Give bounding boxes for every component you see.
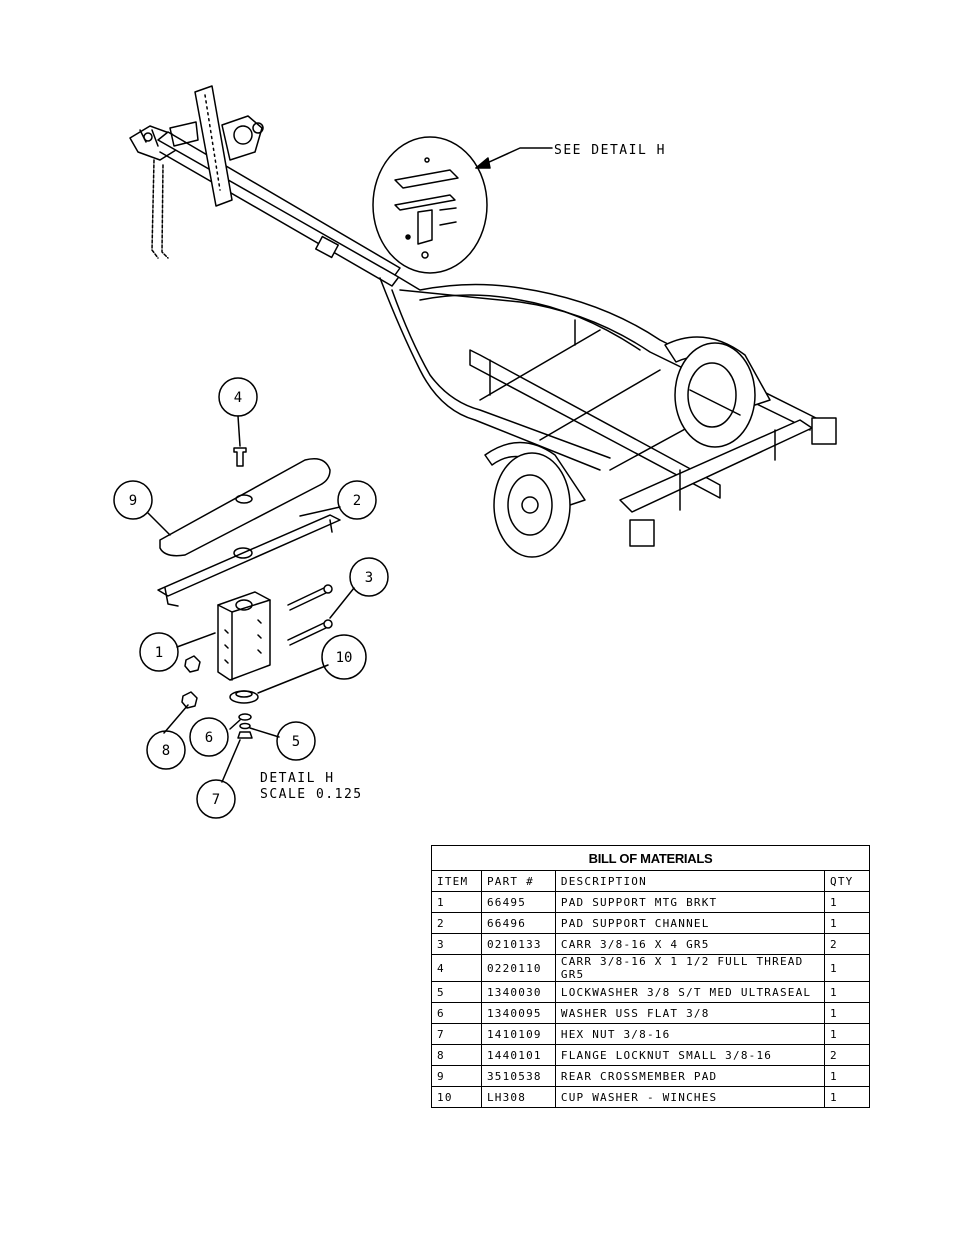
bom-cell-part: 1410109: [480, 1023, 556, 1045]
bom-title: BILL OF MATERIALS: [431, 845, 870, 871]
see-detail-label: SEE DETAIL H: [554, 143, 666, 158]
bom-cell-item: 6: [431, 1002, 482, 1024]
bom-header-qty: QTY: [824, 870, 870, 892]
bom-cell-description: PAD SUPPORT CHANNEL: [554, 912, 826, 934]
bom-cell-description: FLANGE LOCKNUT SMALL 3/8-16: [554, 1044, 826, 1066]
bom-cell-item: 8: [431, 1044, 482, 1066]
bom-cell-qty: 1: [824, 912, 870, 934]
balloon-6: 6: [205, 730, 213, 746]
bom-header-row: ITEM PART # DESCRIPTION QTY: [431, 870, 870, 892]
bom-cell-item: 2: [431, 912, 482, 934]
bom-cell-qty: 1: [824, 1065, 870, 1087]
bom-cell-item: 7: [431, 1023, 482, 1045]
bom-cell-part: 0210133: [480, 933, 556, 955]
bom-cell-description: CUP WASHER - WINCHES: [554, 1086, 826, 1108]
bom-cell-item: 5: [431, 981, 482, 1003]
bom-cell-item: 4: [431, 954, 482, 982]
trailer-overview: [129, 85, 837, 558]
bom-cell-description: PAD SUPPORT MTG BRKT: [554, 891, 826, 913]
bom-cell-qty: 2: [824, 933, 870, 955]
bom-cell-part: 1340095: [480, 1002, 556, 1024]
bill-of-materials-table: BILL OF MATERIALS ITEM PART # DESCRIPTIO…: [431, 845, 870, 1108]
bom-cell-qty: 1: [824, 1086, 870, 1108]
bom-cell-item: 9: [431, 1065, 482, 1087]
bom-cell-description: HEX NUT 3/8-16: [554, 1023, 826, 1045]
bom-cell-part: LH308: [480, 1086, 556, 1108]
balloon-1: 1: [155, 645, 163, 661]
bom-header-description: DESCRIPTION: [554, 870, 826, 892]
detail-label-name: DETAIL H: [260, 771, 335, 786]
bom-cell-qty: 2: [824, 1044, 870, 1066]
bom-cell-part: 66495: [480, 891, 556, 913]
bom-cell-description: CARR 3/8-16 X 1 1/2 FULL THREAD GR5: [554, 954, 826, 982]
bom-cell-description: REAR CROSSMEMBER PAD: [554, 1065, 826, 1087]
bom-cell-part: 1440101: [480, 1044, 556, 1066]
detail-label-scale: SCALE 0.125: [260, 787, 363, 802]
bom-cell-part: 0220110: [480, 954, 556, 982]
exploded-detail-h: [113, 377, 389, 819]
bom-cell-item: 10: [431, 1086, 482, 1108]
bom-header-part: PART #: [480, 870, 556, 892]
balloon-5: 5: [292, 734, 300, 750]
balloon-10: 10: [336, 650, 353, 666]
balloon-4: 4: [234, 390, 242, 406]
balloon-2: 2: [353, 493, 361, 509]
bom-cell-qty: 1: [824, 1002, 870, 1024]
trailer-assembly-drawing: SEE DETAIL H 4 9 2 3 1 10 5 6 8 7 DETAIL…: [113, 85, 837, 819]
bom-cell-description: CARR 3/8-16 X 4 GR5: [554, 933, 826, 955]
bom-cell-item: 1: [431, 891, 482, 913]
balloon-3: 3: [365, 570, 373, 586]
bom-cell-qty: 1: [824, 954, 870, 982]
bom-cell-part: 3510538: [480, 1065, 556, 1087]
bom-cell-description: LOCKWASHER 3/8 S/T MED ULTRASEAL: [554, 981, 826, 1003]
balloon-8: 8: [162, 743, 170, 759]
balloon-7: 7: [212, 792, 220, 808]
bom-cell-part: 66496: [480, 912, 556, 934]
balloon-9: 9: [129, 493, 137, 509]
bom-cell-part: 1340030: [480, 981, 556, 1003]
bom-cell-qty: 1: [824, 981, 870, 1003]
bom-cell-description: WASHER USS FLAT 3/8: [554, 1002, 826, 1024]
detail-callout-circle: [372, 136, 553, 274]
bom-cell-qty: 1: [824, 1023, 870, 1045]
bom-header-item: ITEM: [431, 870, 482, 892]
bom-cell-qty: 1: [824, 891, 870, 913]
bom-cell-item: 3: [431, 933, 482, 955]
